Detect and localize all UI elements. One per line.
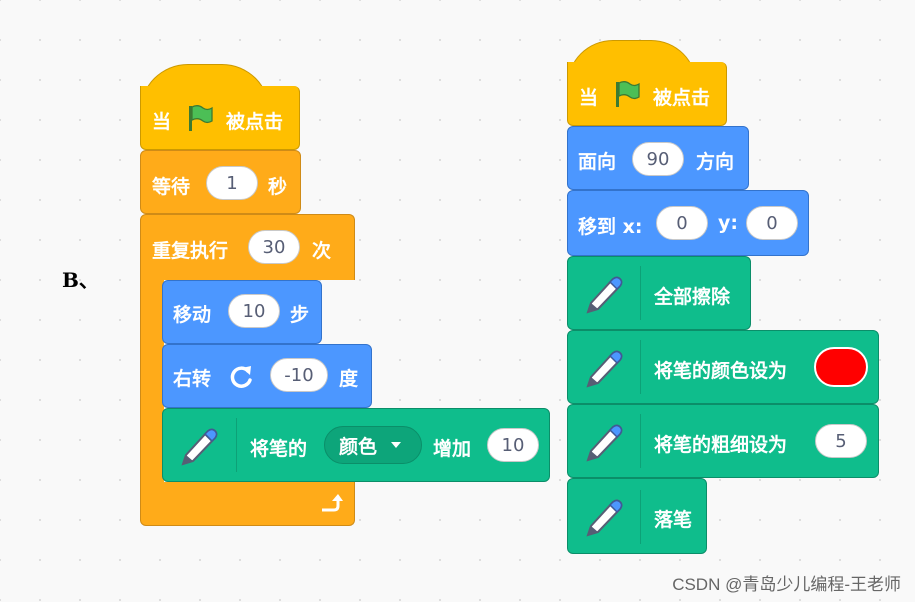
rotate-clockwise-icon — [230, 366, 252, 388]
hat-when-text: 当 — [152, 111, 172, 133]
erase-all-label: 全部擦除 — [654, 286, 731, 308]
pen-size-input[interactable]: 5 — [815, 424, 867, 458]
pen-block-divider — [640, 340, 641, 394]
change-pen-label: 将笔的 — [250, 438, 308, 460]
turn-label: 右转 — [173, 368, 212, 390]
goto-y-label: y: — [718, 212, 738, 234]
pen-icon — [586, 499, 623, 537]
move-unit: 步 — [290, 304, 310, 326]
hat2-clicked-text: 被点击 — [653, 87, 711, 109]
pen-block-divider — [640, 414, 641, 468]
move-steps-input[interactable]: 10 — [228, 294, 280, 328]
repeat-block-arm[interactable] — [140, 278, 164, 484]
pen-icon — [181, 428, 218, 466]
repeat-block-bottom[interactable] — [140, 482, 355, 526]
pen-icon — [586, 424, 623, 462]
pen-icon — [586, 350, 623, 388]
erase-all-block[interactable] — [567, 256, 751, 330]
when-flag-clicked-block[interactable] — [140, 86, 300, 150]
set-pen-color-label: 将笔的颜色设为 — [654, 360, 788, 382]
turn-degrees-input[interactable]: -10 — [270, 358, 328, 392]
wait-seconds-input[interactable]: 1 — [206, 166, 258, 200]
option-label: B、 — [62, 268, 99, 292]
move-label: 移动 — [173, 304, 212, 326]
loop-arrow-icon — [322, 494, 343, 512]
goto-x-input[interactable]: 0 — [656, 206, 708, 240]
turn-unit: 度 — [339, 368, 359, 390]
change-pen-value-input[interactable]: 10 — [487, 428, 539, 462]
pen-param-dropdown-value: 颜色 — [339, 435, 378, 458]
point-unit: 方向 — [696, 151, 735, 173]
repeat-unit: 次 — [312, 240, 332, 262]
pen-down-block[interactable] — [567, 478, 707, 554]
pen-down-label: 落笔 — [654, 509, 693, 531]
direction-input[interactable]: 90 — [632, 142, 684, 176]
repeat-block[interactable] — [140, 214, 355, 280]
pen-block-divider — [640, 490, 641, 544]
turn-right-block[interactable] — [162, 344, 372, 408]
repeat-label: 重复执行 — [152, 240, 229, 262]
pen-block-divider — [236, 418, 237, 472]
caret-down-icon — [391, 442, 402, 448]
set-pen-size-label: 将笔的粗细设为 — [654, 434, 788, 456]
change-pen-op: 增加 — [433, 438, 472, 460]
repeat-count-input[interactable]: 30 — [248, 230, 300, 264]
hat2-when-text: 当 — [579, 87, 599, 109]
wait-label: 等待 — [152, 176, 191, 198]
wait-unit: 秒 — [268, 176, 288, 198]
point-label: 面向 — [578, 151, 617, 173]
goto-y-input[interactable]: 0 — [746, 206, 798, 240]
watermark: CSDN @青岛少儿编程-王老师 — [672, 575, 901, 594]
goto-label: 移到 x: — [578, 216, 643, 238]
green-flag-icon — [616, 81, 640, 107]
pen-block-divider — [640, 266, 641, 320]
when-flag-clicked-block-2[interactable] — [567, 62, 727, 126]
hat-clicked-text: 被点击 — [226, 111, 284, 133]
pen-param-dropdown[interactable]: 颜色 — [324, 426, 422, 464]
pen-color-swatch[interactable] — [814, 347, 868, 387]
pen-icon — [586, 276, 623, 314]
green-flag-icon — [189, 105, 213, 131]
